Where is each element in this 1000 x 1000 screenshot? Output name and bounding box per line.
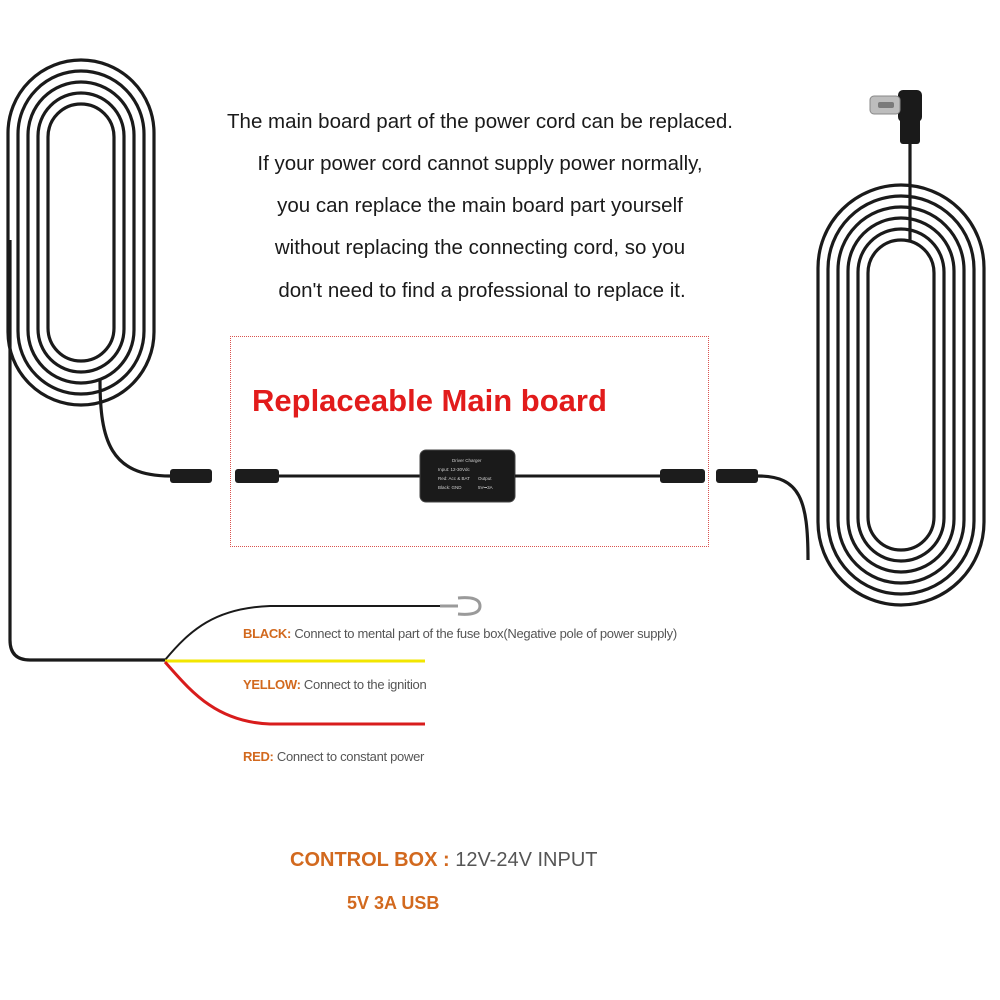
control-box-label: CONTROL BOX : bbox=[290, 849, 450, 871]
connector-left-female bbox=[235, 469, 279, 483]
control-box-input: 12V-24V INPUT bbox=[455, 849, 598, 871]
left-cable-down-lead bbox=[8, 240, 165, 662]
black-wire-key: BLACK: bbox=[243, 626, 292, 641]
module-red-text: Red: Acc & BAT bbox=[438, 476, 470, 481]
intro-line-3: you can replace the main board part your… bbox=[277, 194, 683, 217]
black-wire bbox=[164, 605, 440, 661]
main-board-title: Replaceable Main board bbox=[252, 383, 607, 418]
module-title-text: Driver Charger bbox=[452, 458, 482, 463]
yellow-wire-label: YELLOW: Connect to the ignition bbox=[243, 677, 427, 692]
yellow-wire-key: YELLOW: bbox=[243, 677, 301, 692]
main-board-frame bbox=[230, 336, 709, 547]
yellow-wire-text: Connect to the ignition bbox=[303, 677, 427, 692]
red-wire-key: RED: bbox=[243, 749, 274, 764]
right-cable-lead bbox=[757, 474, 810, 561]
left-cable-lead bbox=[98, 379, 171, 478]
module-black-text: Black: GND bbox=[438, 485, 462, 490]
control-module: Driver Charger Input: 12-30Vdc Red: Acc … bbox=[419, 449, 516, 503]
module-output-value-text: 5V⎓3A bbox=[478, 485, 493, 490]
connector-right-male bbox=[660, 469, 705, 483]
spade-terminal-icon bbox=[440, 596, 482, 616]
intro-line-1: The main board part of the power cord ca… bbox=[227, 110, 733, 133]
control-box-output: 5V 3A USB bbox=[347, 893, 440, 913]
connector-right-female bbox=[716, 469, 758, 483]
red-wire bbox=[163, 661, 425, 726]
intro-line-4: without replacing the connecting cord, s… bbox=[274, 236, 686, 259]
control-box-spec: CONTROL BOX : 12V-24V INPUT bbox=[290, 849, 598, 872]
red-wire-label: RED: Connect to constant power bbox=[243, 749, 424, 764]
red-wire-text: Connect to constant power bbox=[276, 749, 425, 764]
black-wire-label: BLACK: Connect to mental part of the fus… bbox=[243, 626, 677, 641]
module-output-text: Output bbox=[478, 476, 492, 481]
connector-left-male bbox=[170, 469, 212, 483]
usb-c-plug-icon bbox=[869, 90, 922, 144]
intro-line-5: don't need to find a professional to rep… bbox=[278, 279, 686, 302]
module-input-text: Input: 12-30Vdc bbox=[438, 467, 471, 472]
black-wire-text: Connect to mental part of the fuse box(N… bbox=[294, 626, 677, 641]
right-cable-coil bbox=[816, 183, 986, 607]
intro-line-2: If your power cord cannot supply power n… bbox=[257, 152, 703, 175]
left-cable-coil bbox=[6, 58, 156, 407]
